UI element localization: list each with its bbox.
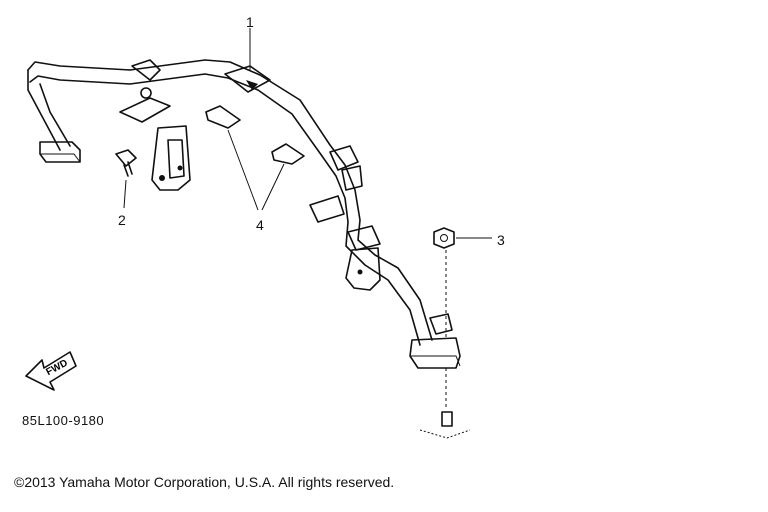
right-foot-bracket: [409, 337, 461, 369]
bolt-part: [115, 149, 137, 177]
fwd-arrow-label: FWD: [44, 358, 69, 378]
pad-parts: [205, 105, 305, 165]
frame-tube: [27, 59, 433, 346]
tube-clamps: [119, 59, 453, 335]
part-code: 85L100-9180: [22, 413, 105, 428]
bottom-stud: [419, 411, 471, 439]
right-bracket: [345, 247, 381, 291]
center-bracket: [151, 125, 191, 191]
nut-part: [433, 227, 455, 249]
leader-lines: [123, 28, 492, 410]
callout-4: 4: [256, 217, 264, 233]
callout-1: 1: [246, 14, 254, 30]
copyright-notice: ©2013 Yamaha Motor Corporation, U.S.A. A…: [14, 474, 395, 490]
fwd-arrow: FWD: [25, 351, 77, 391]
callout-2: 2: [118, 212, 126, 228]
callout-3: 3: [497, 232, 505, 248]
